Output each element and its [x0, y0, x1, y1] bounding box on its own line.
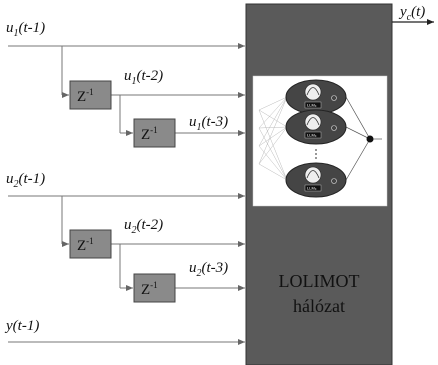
neuron-3: LLM₀ — [285, 162, 347, 198]
input-label-u2-t2: u2(t-2) — [124, 217, 163, 236]
neuron-2: LLM₀ — [285, 109, 347, 145]
input-label-y-t1: y(t-1) — [4, 318, 39, 334]
network-label-line1: LOLIMOT — [279, 271, 360, 291]
delay-label: Z-1 — [141, 280, 158, 298]
input-label-u2-t3: u2(t-3) — [189, 260, 228, 279]
delay-block-u2-1 — [69, 229, 112, 259]
delay-label: Z-1 — [77, 87, 94, 105]
delay-block-u1-2 — [133, 118, 176, 148]
input-group-u2 — [8, 193, 245, 291]
delay-block-u1-1 — [69, 80, 112, 110]
neuron-model-label: LLM₀ — [307, 133, 317, 138]
delay-block-u2-2 — [133, 273, 176, 303]
network-illustration: LLM₀ LLM₀ LLM₀ — [252, 75, 388, 207]
input-label-u2-t1: u2(t-1) — [6, 171, 45, 190]
input-label-u1-t3: u1(t-3) — [189, 114, 228, 133]
neuron-model-label: LLM₀ — [307, 103, 317, 108]
input-group-u1 — [8, 43, 245, 136]
network-label-line2: hálózat — [293, 296, 345, 316]
neuron-model-label: LLM₀ — [307, 186, 317, 191]
delay-label: Z-1 — [141, 125, 158, 143]
delay-label: Z-1 — [77, 236, 94, 254]
output-label: yc(t) — [398, 4, 425, 23]
input-label-u1-t1: u1(t-1) — [6, 20, 45, 39]
input-label-u1-t2: u1(t-2) — [124, 68, 163, 87]
neuron-1: LLM₀ — [285, 79, 347, 115]
